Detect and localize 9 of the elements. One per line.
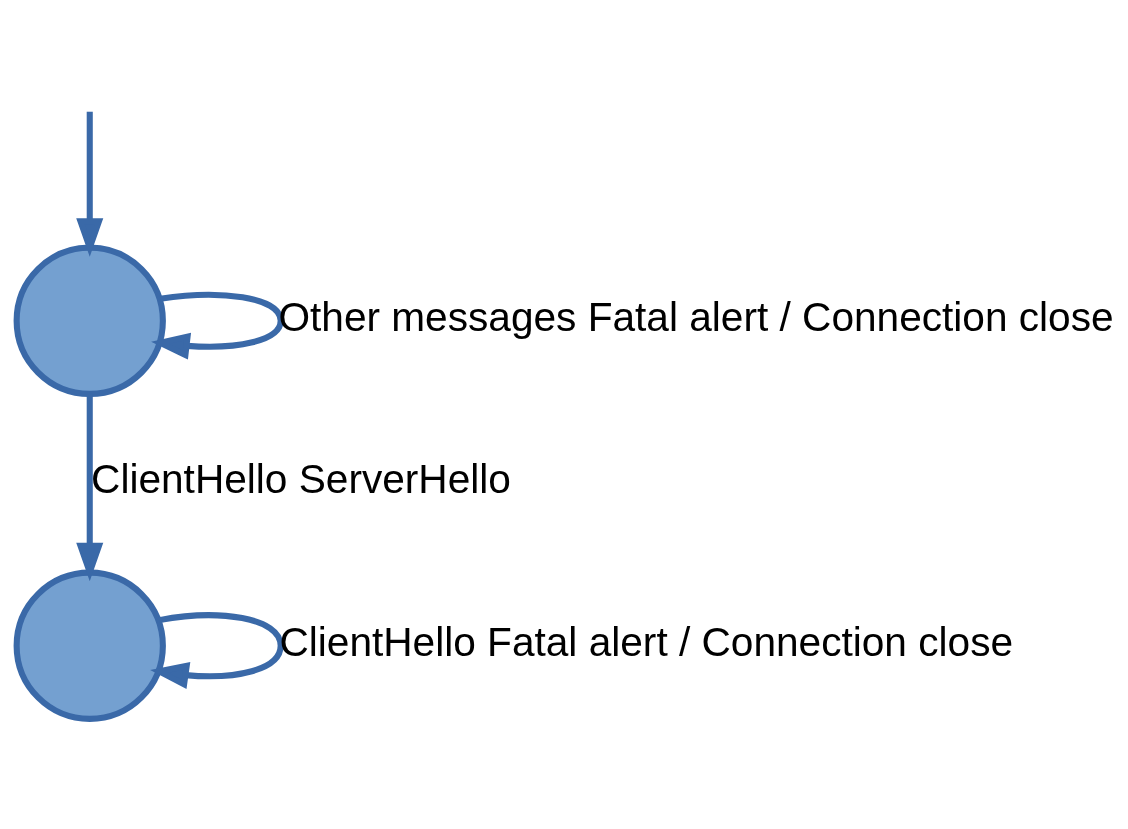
arrow — [150, 612, 284, 689]
node-circle — [13, 244, 166, 397]
arrow — [76, 394, 104, 582]
arrow — [76, 111, 104, 257]
edge-label: Other messages Fatal alert / Connection close — [278, 293, 1114, 340]
edge-label: ClientHello Fatal alert / Connection close — [279, 618, 1014, 665]
arrow — [151, 291, 284, 360]
node-circle — [13, 569, 166, 722]
edge-label: ClientHello ServerHello — [91, 456, 511, 503]
